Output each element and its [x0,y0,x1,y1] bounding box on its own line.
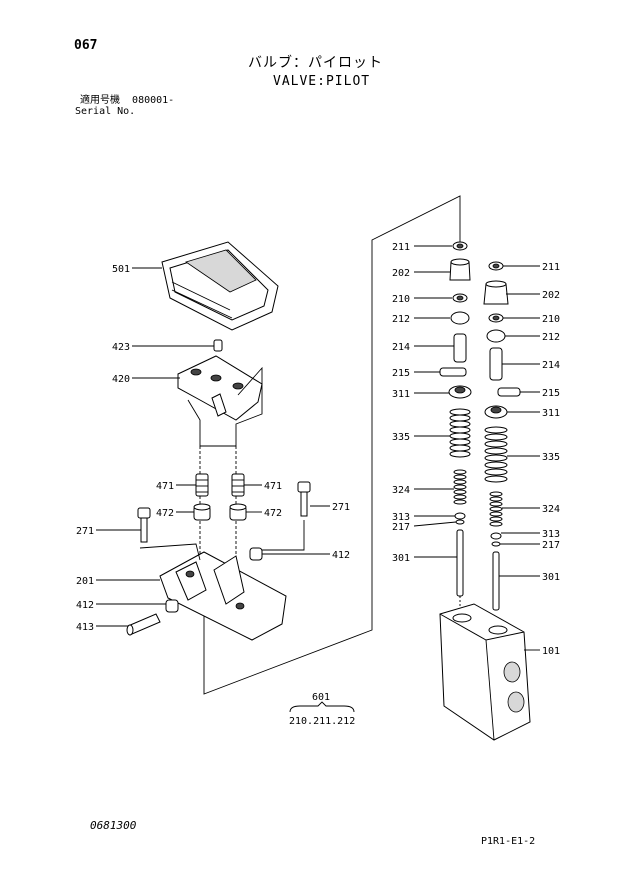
leader-lines [96,245,540,713]
boot-part-501 [161,241,279,331]
serial-label-english: Serial No. [75,106,136,117]
title-english: VALVE:PILOT [273,74,371,89]
callout-271-right: 271 [332,502,350,513]
pin-part-413 [126,613,161,636]
callout-335-right: 335 [542,452,560,463]
callout-471-left: 471 [156,481,174,492]
callout-472-right: 472 [264,508,282,519]
nut-part-472-left [193,503,211,521]
callout-335-left: 335 [392,432,410,443]
callout-301-right: 301 [542,572,560,583]
serial-value: 080001- [132,95,175,106]
title-japanese: バルブ：パイロット [248,55,383,71]
footer-code: 0681300 [90,819,137,832]
bushing-part-412-right [249,547,263,561]
callout-214-left: 214 [392,342,410,353]
callout-217-left: 217 [392,522,410,533]
callout-214-right: 214 [542,360,560,371]
valve-stack-left [439,241,472,606]
callout-210-right: 210 [542,314,560,325]
callout-215-right: 215 [542,388,560,399]
plate-part-420 [177,355,263,421]
bushing-part-412-left [165,599,179,613]
footer-page-ref: P1R1-E1-2 [481,836,536,847]
bolt-part-271-left [137,507,151,543]
callout-324-left: 324 [392,485,410,496]
callout-271-left: 271 [76,526,94,537]
callout-420: 420 [112,374,130,385]
page-number: 067 [74,38,98,53]
valve-stack-right [483,261,521,611]
assembly-lines-upper [187,366,263,560]
callout-423: 423 [112,342,130,353]
serial-line: 適用号機 080001- [80,95,174,107]
callout-412-left: 412 [76,600,94,611]
callout-501: 501 [112,264,130,275]
callout-212-left: 212 [392,314,410,325]
callout-211-right: 211 [542,262,560,273]
pin-part-423 [213,339,223,352]
callout-313-right: 313 [542,529,560,540]
callout-311-left: 311 [392,389,410,400]
kit-number: 601 [312,692,330,703]
callout-301-left: 301 [392,553,410,564]
callout-324-right: 324 [542,504,560,515]
callout-211-left: 211 [392,242,410,253]
screw-part-471-left [195,473,209,497]
callout-201: 201 [76,576,94,587]
serial-label-japanese: 適用号機 [80,95,120,106]
callout-215-left: 215 [392,368,410,379]
base-part-201 [139,543,287,641]
callout-labels: 211 202 210 212 214 215 311 335 324 313 … [76,242,560,727]
callout-210-left: 210 [392,294,410,305]
callout-412-right: 412 [332,550,350,561]
callout-472-left: 472 [156,508,174,519]
assembly-outline-left [203,195,461,695]
callout-202-right: 202 [542,290,560,301]
callout-217-right: 217 [542,540,560,551]
bolt-part-271-right [262,481,311,551]
callout-313-left: 313 [392,512,410,523]
callout-413: 413 [76,622,94,633]
kit-contents: 210.211.212 [289,716,355,727]
callout-212-right: 212 [542,332,560,343]
callout-202-left: 202 [392,268,410,279]
screw-part-471-right [231,473,245,497]
callout-101: 101 [542,646,560,657]
callout-311-right: 311 [542,408,560,419]
valve-body-part-101 [439,603,531,741]
nut-part-472-right [229,503,247,521]
callout-471-right: 471 [264,481,282,492]
